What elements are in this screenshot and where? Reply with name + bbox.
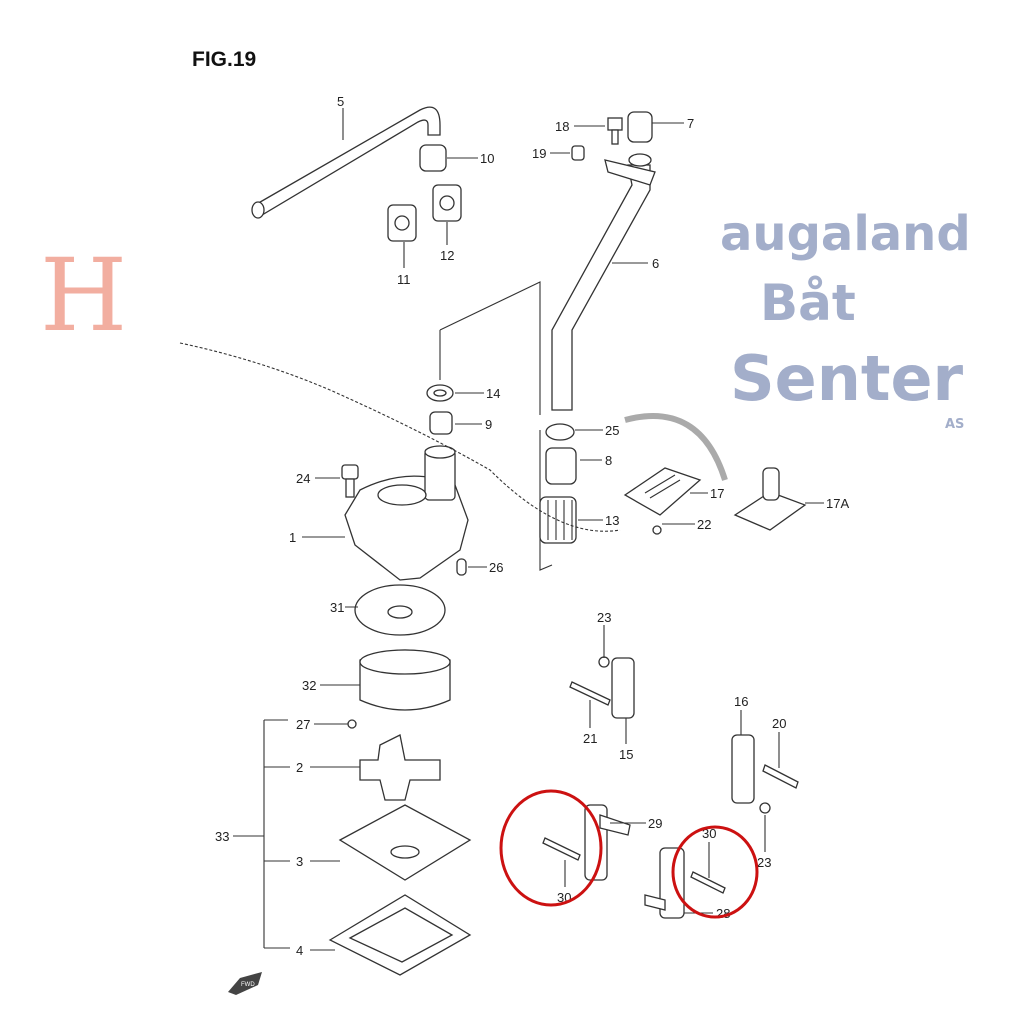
label-23-lower: 23 bbox=[757, 855, 771, 870]
label-32: 32 bbox=[302, 678, 316, 693]
label-5: 5 bbox=[337, 94, 344, 109]
label-22: 22 bbox=[697, 517, 711, 532]
label-7: 7 bbox=[687, 116, 694, 131]
label-16: 16 bbox=[734, 694, 748, 709]
callout-labels: 5 10 7 18 19 11 12 6 14 9 25 8 17 17A 24… bbox=[215, 94, 849, 958]
label-27: 27 bbox=[296, 717, 310, 732]
bolt-30-left bbox=[542, 837, 581, 861]
watermark-line2: Båt bbox=[760, 274, 856, 332]
cover-17 bbox=[623, 467, 702, 516]
hose-5 bbox=[251, 106, 441, 219]
gasket-31 bbox=[354, 584, 446, 636]
label-17a: 17A bbox=[826, 496, 849, 511]
label-1: 1 bbox=[289, 530, 296, 545]
label-8: 8 bbox=[605, 453, 612, 468]
bolt-18 bbox=[607, 117, 623, 145]
seal-8 bbox=[545, 447, 577, 485]
liner-32 bbox=[359, 649, 451, 711]
label-29: 29 bbox=[648, 816, 662, 831]
pipe-6 bbox=[551, 153, 656, 411]
label-15: 15 bbox=[619, 747, 633, 762]
washer-14 bbox=[426, 384, 454, 402]
highlight-circle-right bbox=[671, 825, 759, 919]
label-13: 13 bbox=[605, 513, 619, 528]
holder-15 bbox=[598, 656, 635, 719]
bolt-20 bbox=[762, 764, 799, 789]
label-11: 11 bbox=[397, 272, 411, 287]
label-10: 10 bbox=[480, 151, 494, 166]
fwd-label: FWD bbox=[241, 982, 255, 988]
holder-28 bbox=[644, 847, 685, 919]
key-27 bbox=[347, 719, 357, 729]
label-4: 4 bbox=[296, 943, 303, 958]
figure-title: FIG.19 bbox=[192, 48, 256, 71]
pin-26 bbox=[456, 558, 467, 576]
seal-9 bbox=[429, 411, 453, 435]
impeller-2 bbox=[359, 734, 441, 801]
fwd-arrow-icon: FWD bbox=[228, 972, 262, 995]
label-33: 33 bbox=[215, 829, 229, 844]
bracket-12 bbox=[432, 184, 462, 222]
label-17: 17 bbox=[710, 486, 724, 501]
watermark-line3: Senter bbox=[730, 342, 964, 415]
highlight-circle-left bbox=[499, 789, 603, 907]
label-12: 12 bbox=[440, 248, 454, 263]
label-6: 6 bbox=[652, 256, 659, 271]
bolt-24 bbox=[341, 464, 359, 498]
label-19: 19 bbox=[532, 146, 546, 161]
cap-7 bbox=[627, 111, 653, 143]
plate-3 bbox=[338, 804, 472, 881]
bolt-22 bbox=[652, 525, 662, 535]
holder-29 bbox=[584, 804, 631, 881]
watermark-suffix: AS bbox=[945, 417, 964, 432]
label-3: 3 bbox=[296, 854, 303, 869]
watermark-initial: H bbox=[40, 237, 127, 354]
label-26: 26 bbox=[489, 560, 503, 575]
pump-case-1 bbox=[344, 445, 469, 581]
watermark-logo: H augaland Båt Senter AS bbox=[40, 206, 971, 532]
bolt-30-right bbox=[690, 871, 726, 894]
bracket-11 bbox=[387, 204, 417, 242]
nut-23 bbox=[759, 802, 771, 814]
pin-19 bbox=[571, 145, 585, 161]
washer-25 bbox=[545, 423, 575, 441]
label-21: 21 bbox=[583, 731, 597, 746]
label-20: 20 bbox=[772, 716, 786, 731]
bolt-21 bbox=[569, 681, 611, 706]
label-31: 31 bbox=[330, 600, 344, 615]
label-18: 18 bbox=[555, 119, 569, 134]
label-30-right: 30 bbox=[702, 826, 716, 841]
label-14: 14 bbox=[486, 386, 500, 401]
grommet-10 bbox=[419, 144, 447, 172]
label-25: 25 bbox=[605, 423, 619, 438]
gasket-4 bbox=[328, 894, 472, 976]
holder-16 bbox=[731, 734, 755, 804]
label-24: 24 bbox=[296, 471, 310, 486]
label-9: 9 bbox=[485, 417, 492, 432]
label-2: 2 bbox=[296, 760, 303, 775]
label-23-upper: 23 bbox=[597, 610, 611, 625]
cover-17a bbox=[733, 467, 807, 531]
watermark-line1: augaland bbox=[720, 206, 971, 262]
